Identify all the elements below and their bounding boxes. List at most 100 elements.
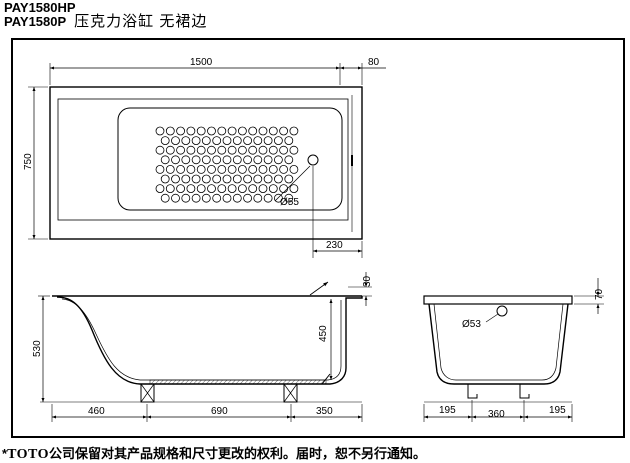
anti-slip-dot (263, 174, 273, 184)
anti-slip-dot (279, 184, 289, 194)
anti-slip-dot (227, 184, 237, 194)
anti-slip-dot (160, 174, 170, 184)
anti-slip-dot (273, 174, 283, 184)
anti-slip-dot (160, 155, 170, 165)
drawing-frame (11, 38, 625, 438)
anti-slip-dot (207, 126, 216, 136)
anti-slip-dot (222, 136, 232, 146)
anti-slip-dot (201, 193, 211, 203)
anti-slip-dot (284, 193, 294, 203)
anti-slip-dot (191, 174, 201, 184)
anti-slip-dot (227, 126, 237, 136)
drain-leader (274, 165, 311, 202)
anti-slip-dot (248, 184, 258, 194)
product-name: 压克力浴缸 无裙边 (74, 13, 208, 30)
anti-slip-dot (273, 155, 283, 165)
end-shell (428, 303, 569, 385)
anti-slip-dot (171, 193, 180, 203)
anti-slip-dot (217, 164, 227, 174)
anti-slip-dot (176, 184, 186, 194)
anti-slip-dot (181, 174, 191, 184)
anti-slip-dot (186, 184, 196, 194)
dim-end-rim-label: 70 (594, 288, 605, 300)
anti-slip-dot (263, 193, 273, 203)
anti-slip-dot (171, 136, 180, 146)
dim-depth-label: 450 (318, 325, 329, 342)
anti-slip-dot (212, 155, 222, 165)
anti-slip-dot (201, 136, 211, 146)
anti-slip-dot (160, 136, 170, 146)
anti-slip-dot (207, 145, 216, 155)
model-hp-title: PAY1580HP (4, 0, 76, 15)
anti-slip-dot (258, 126, 268, 136)
anti-slip-dot (212, 193, 222, 203)
dim-left-leg-label: 460 (88, 406, 105, 417)
anti-slip-dot (155, 145, 165, 155)
floor-hatch (149, 379, 327, 385)
anti-slip-dot (207, 184, 216, 194)
anti-slip-dot (186, 145, 196, 155)
anti-slip-dot (165, 145, 175, 155)
anti-slip-dot (217, 126, 227, 136)
anti-slip-dot (201, 174, 211, 184)
anti-slip-dot (289, 184, 299, 194)
anti-slip-dot (155, 126, 165, 136)
anti-slip-dot (243, 155, 253, 165)
brand-name: TOTO (7, 447, 50, 462)
anti-slip-dot (279, 145, 289, 155)
anti-slip-dot (181, 136, 191, 146)
anti-slip-dot (222, 174, 232, 184)
anti-slip-dot (165, 164, 175, 174)
tub-outline-top (49, 86, 363, 240)
anti-slip-dot (289, 164, 299, 174)
anti-slip-dot (284, 155, 294, 165)
anti-slip-dot (279, 164, 289, 174)
end-left-leg (467, 384, 478, 399)
anti-slip-dot (253, 174, 263, 184)
dim-length-label: 1500 (190, 57, 213, 68)
anti-slip-dot (248, 145, 258, 155)
anti-slip-dot (273, 136, 283, 146)
anti-slip-dot (237, 145, 247, 155)
footer-notice: 公司保留对其产品规格和尺寸更改的权利。届时，恕不另行通知。 (49, 446, 427, 461)
anti-slip-dot (191, 136, 201, 146)
model-p-label: PAY1580P (4, 14, 67, 29)
anti-slip-dot (186, 126, 196, 136)
dim-end-left-label: 195 (439, 405, 456, 416)
anti-slip-dot (196, 184, 206, 194)
anti-slip-dot (268, 184, 278, 194)
drain-hole (307, 154, 319, 166)
overflow-hole (496, 305, 508, 317)
anti-slip-dot (212, 174, 222, 184)
anti-slip-dot (160, 193, 170, 203)
anti-slip-dot (279, 126, 289, 136)
anti-slip-dot (289, 145, 299, 155)
anti-slip-dot (222, 155, 232, 165)
anti-slip-dot (191, 193, 201, 203)
tub-shell-side (56, 296, 363, 385)
anti-slip-dot (212, 136, 222, 146)
anti-slip-dot (263, 136, 273, 146)
anti-slip-dot (232, 174, 242, 184)
anti-slip-dot (284, 174, 294, 184)
model-p-title: PAY1580P 压克力浴缸 无裙边 (4, 13, 208, 30)
anti-slip-dot (155, 164, 165, 174)
anti-slip-dot (248, 126, 258, 136)
anti-slip-dot (227, 145, 237, 155)
side-view (38, 272, 372, 422)
anti-slip-dot (227, 164, 237, 174)
anti-slip-dot (268, 145, 278, 155)
anti-slip-dot (289, 126, 299, 136)
anti-slip-dot (273, 193, 283, 203)
anti-slip-dot (243, 174, 253, 184)
anti-slip-dot (232, 155, 242, 165)
anti-slip-dot (237, 164, 247, 174)
tub-inner-rim (57, 98, 349, 221)
dim-end-right-label: 195 (549, 405, 566, 416)
anti-slip-dot (222, 193, 232, 203)
anti-slip-dot (263, 155, 273, 165)
anti-slip-dot (268, 164, 278, 174)
dim-width-label: 750 (23, 153, 34, 170)
top-view (28, 63, 386, 258)
anti-slip-dot (232, 193, 242, 203)
